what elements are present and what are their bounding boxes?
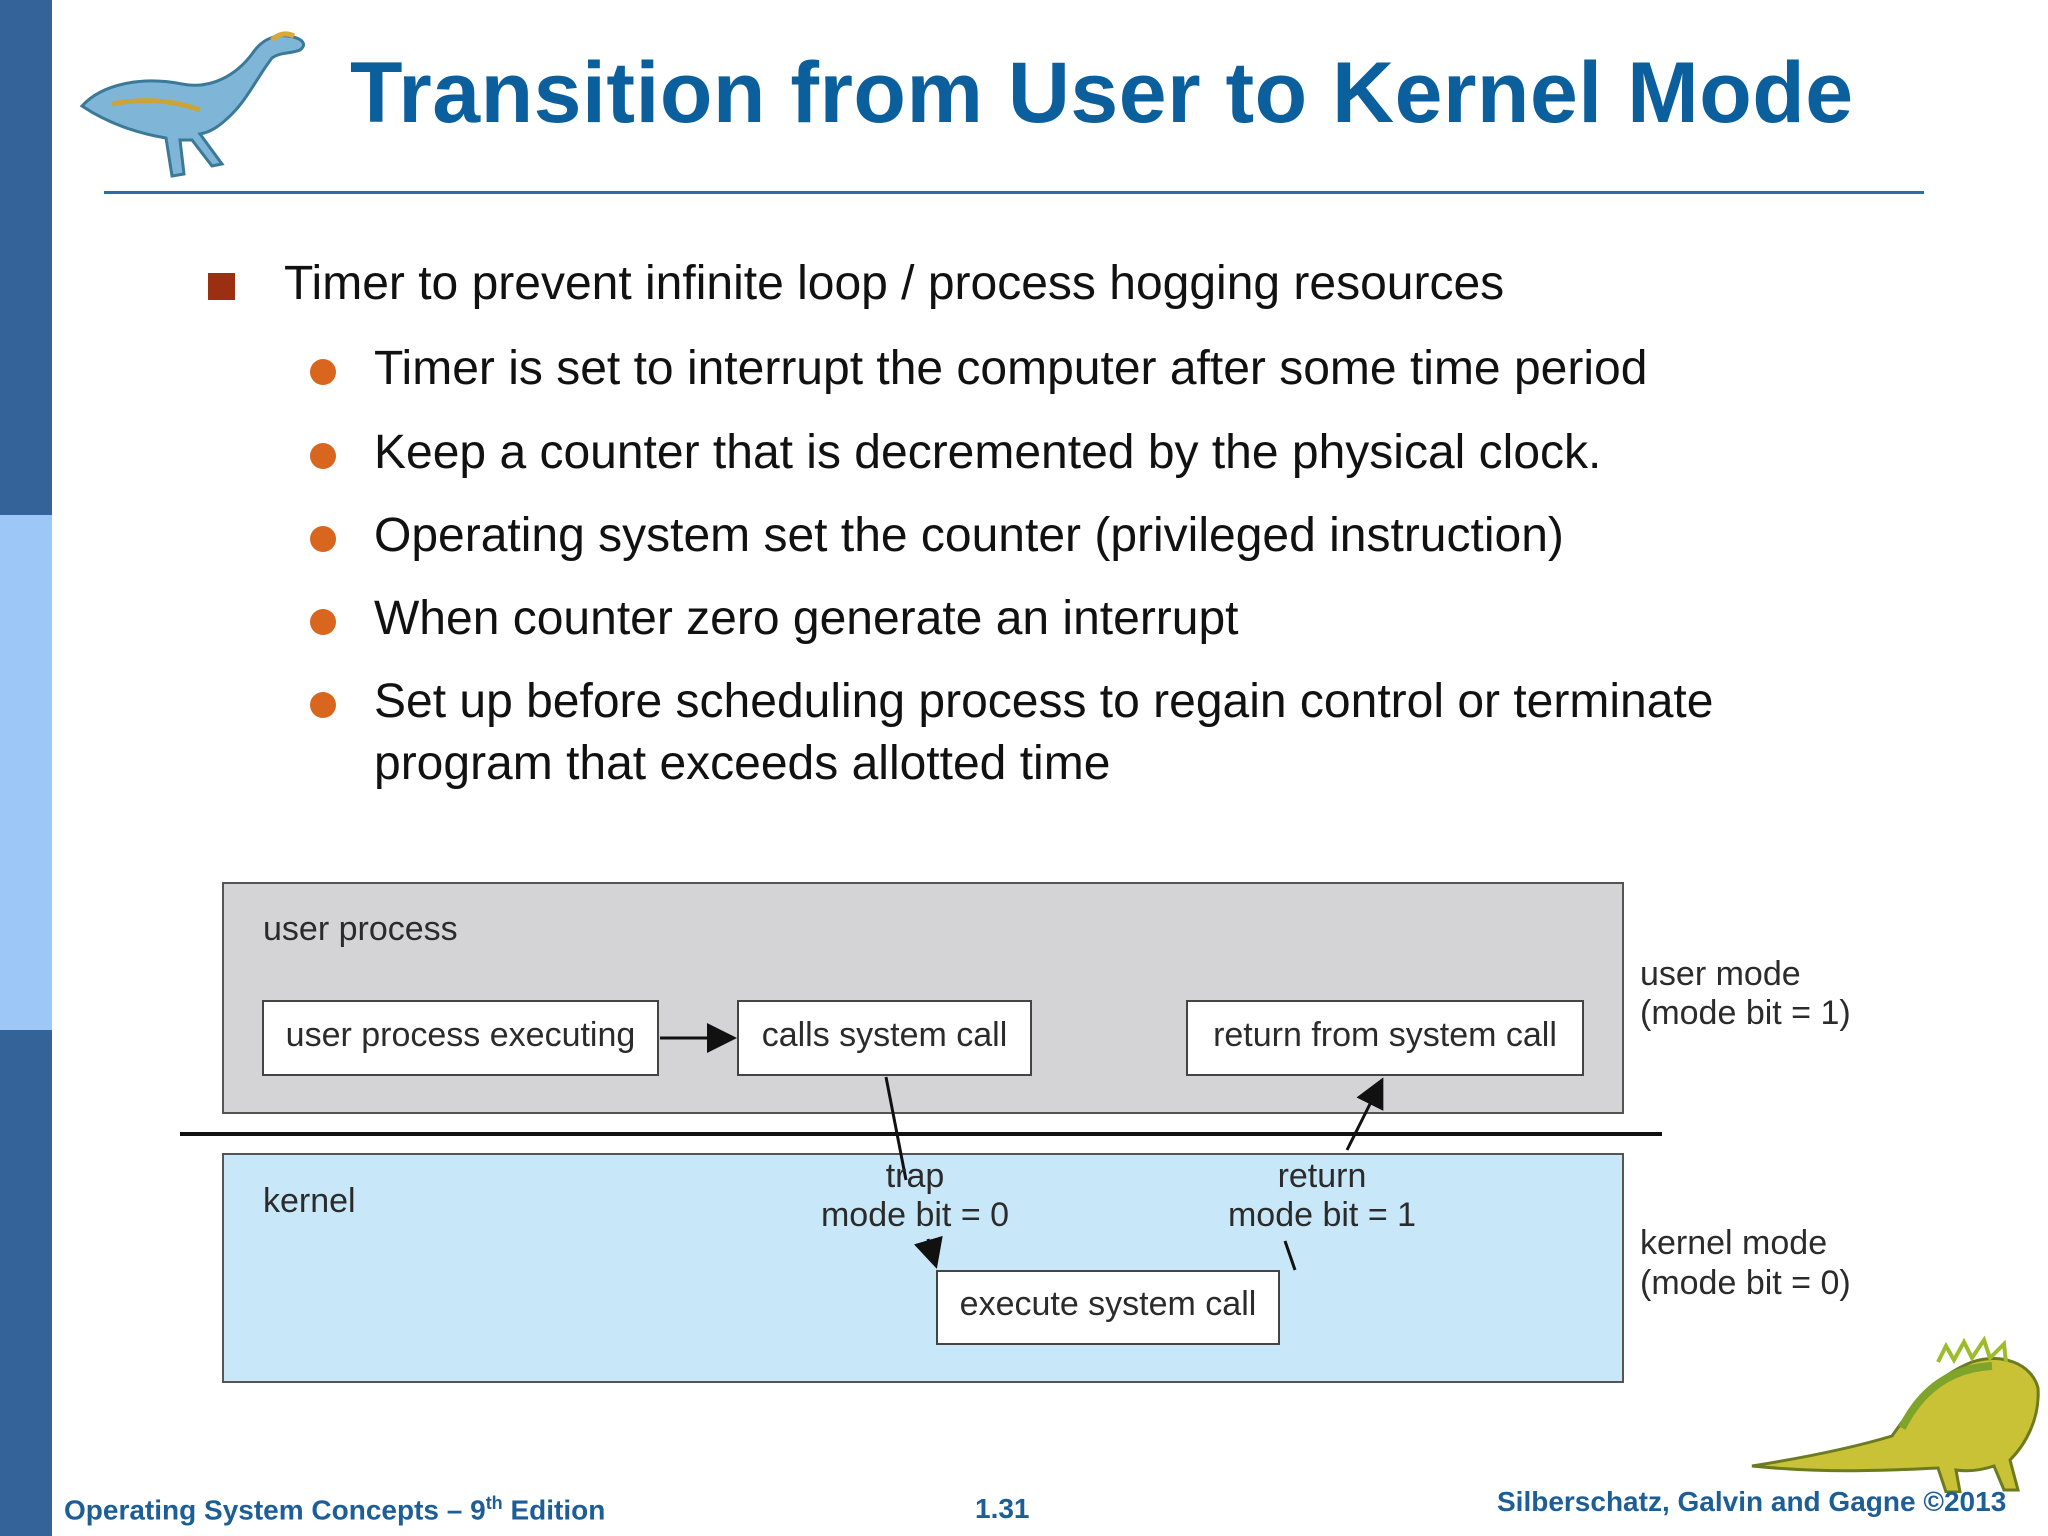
dot-bullet-icon: [310, 692, 336, 718]
side-stripe-bottom: [0, 1030, 52, 1536]
kernel-mode-label: kernel mode: [1640, 1224, 1828, 1262]
trap-label: trap: [885, 1157, 945, 1195]
dot-bullet-icon: [310, 359, 336, 385]
box-return-syscall-text: return from system call: [1213, 1016, 1557, 1054]
dinosaur-icon: [79, 31, 305, 178]
box-execute-syscall: [936, 1270, 1280, 1345]
footer-book-title-sup: th: [485, 1493, 503, 1513]
sub-bullet-text: program that exceeds allotted time: [374, 737, 1111, 790]
dinosaur-icon: [1751, 1335, 2040, 1493]
sub-bullet-text: Set up before scheduling process to rega…: [374, 675, 1714, 728]
box-user-executing: [262, 1000, 659, 1076]
dot-bullet-icon: [310, 526, 336, 552]
dot-bullet-icon: [310, 443, 336, 469]
side-stripe-top: [0, 0, 52, 515]
user-mode-label: user mode: [1640, 955, 1801, 993]
footer-book-title: Operating System Concepts – 9th Edition: [64, 1493, 605, 1526]
box-user-executing-text: user process executing: [285, 1016, 636, 1054]
footer-page-number: 1.31: [975, 1493, 1030, 1524]
sub-bullet-text: Timer is set to interrupt the computer a…: [374, 342, 1648, 395]
box-return-syscall: [1186, 1000, 1584, 1076]
arrow-trap-upper: [884, 1076, 908, 1181]
slide-title: Transition from User to Kernel Mode: [350, 45, 1854, 141]
box-calls-syscall-text: calls system call: [761, 1016, 1008, 1054]
dot-bullet-icon: [310, 609, 336, 635]
arrow-return-upper: [1345, 1077, 1384, 1151]
trap-mode-label: mode bit = 0: [820, 1196, 1010, 1234]
side-stripe-middle: [0, 515, 52, 1030]
arrow-return-lower: [1283, 1240, 1297, 1271]
box-calls-syscall: [737, 1000, 1032, 1076]
arrow-trap-lower: [913, 1235, 943, 1269]
sub-bullet-text: Keep a counter that is decremented by th…: [374, 426, 1602, 479]
user-mode-bit-label: (mode bit = 1): [1640, 994, 1851, 1032]
kernel-region-label: kernel: [263, 1182, 356, 1220]
sub-bullet-text: Operating system set the counter (privil…: [374, 509, 1564, 562]
title-divider: [104, 191, 1924, 194]
footer-copyright: Silberschatz, Galvin and Gagne ©2013: [1497, 1486, 2007, 1517]
footer-book-title-main: Operating System Concepts – 9: [64, 1494, 486, 1526]
return-label: return: [1277, 1157, 1367, 1195]
box-execute-syscall-text: execute system call: [959, 1285, 1257, 1323]
return-mode-label: mode bit = 1: [1227, 1196, 1417, 1234]
sub-bullet-text: When counter zero generate an interrupt: [374, 592, 1239, 645]
footer-book-title-suffix: Edition: [502, 1494, 606, 1526]
square-bullet-icon: [208, 273, 235, 300]
user-region-label: user process: [263, 910, 458, 948]
bullet-main-text: Timer to prevent infinite loop / process…: [284, 257, 1505, 310]
kernel-mode-bit-label: (mode bit = 0): [1640, 1264, 1851, 1302]
